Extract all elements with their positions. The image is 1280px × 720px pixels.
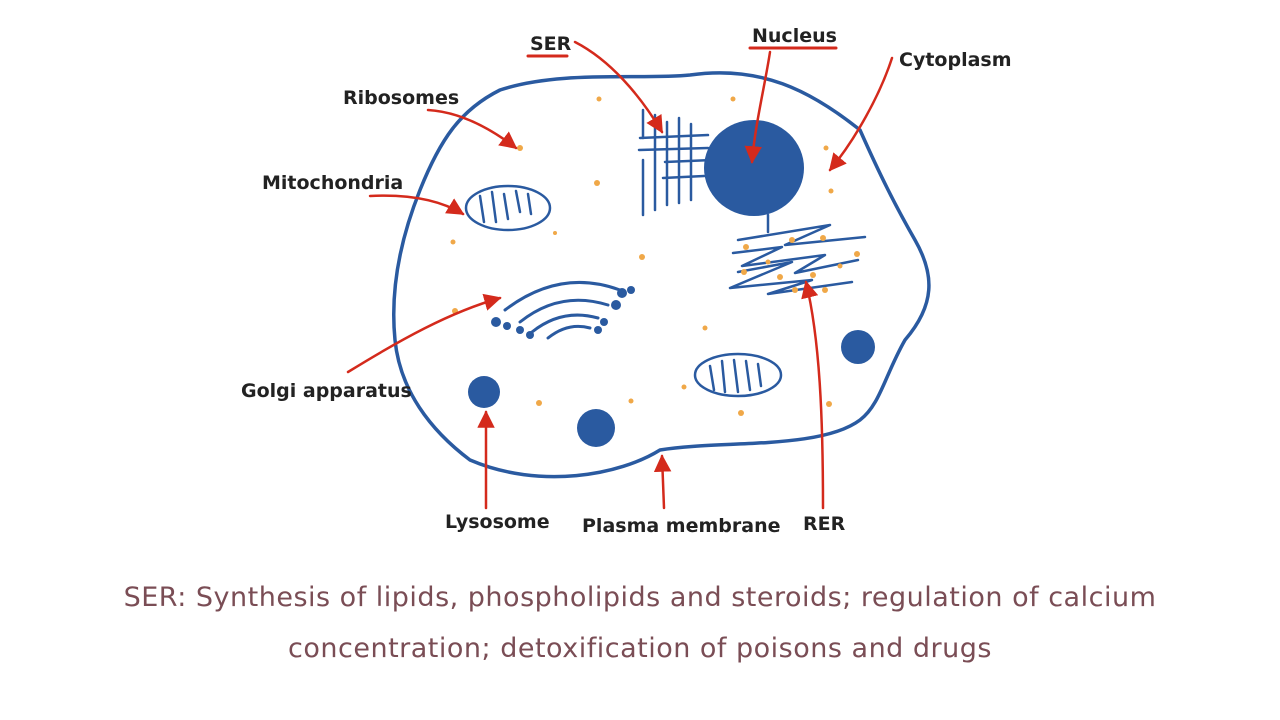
rer-shape	[728, 213, 867, 296]
caption-line-1: SER: Synthesis of lipids, phospholipids …	[123, 582, 1157, 613]
mitochondria-shape-2	[693, 352, 783, 398]
plasma-membrane-arrow	[653, 454, 672, 510]
mitochondria-shape	[464, 184, 552, 232]
golgi-arrow	[346, 293, 502, 374]
label-plasma-membrane: Plasma membrane	[582, 515, 781, 537]
nucleus-arrow	[744, 50, 772, 164]
lysosome-shape-3	[841, 330, 875, 364]
rer-arrow	[801, 280, 825, 510]
ser-arrow	[573, 40, 664, 134]
label-lysosome: Lysosome	[445, 511, 550, 533]
cytoplasm-arrow	[828, 56, 894, 172]
label-ribosomes: Ribosomes	[343, 87, 459, 109]
label-ser: SER	[530, 33, 572, 55]
ribosomes-arrow	[426, 108, 518, 150]
label-golgi: Golgi apparatus	[241, 380, 412, 402]
label-cytoplasm: Cytoplasm	[899, 49, 1012, 71]
plasma-membrane-outline	[391, 71, 931, 479]
label-rer: RER	[803, 513, 846, 535]
mitochondria-arrow	[368, 194, 465, 216]
lysosome-shape-2	[577, 409, 615, 447]
golgi-shape	[491, 280, 635, 340]
caption-line-2: concentration; detoxification of poisons…	[288, 633, 992, 664]
ser-shape	[637, 108, 714, 217]
label-nucleus: Nucleus	[752, 25, 837, 47]
label-mitochondria: Mitochondria	[262, 172, 403, 194]
nucleus-shape	[704, 120, 804, 216]
lysosome-shape	[468, 376, 500, 408]
